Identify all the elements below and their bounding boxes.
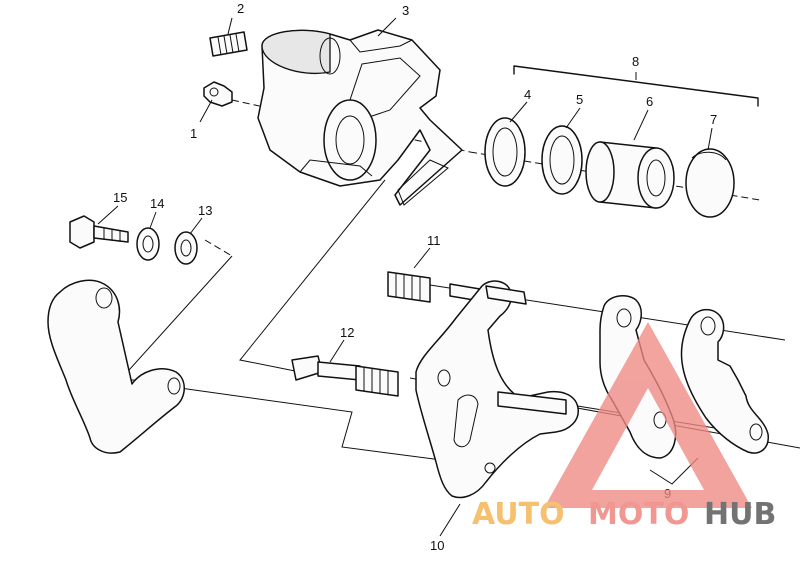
part-10-support-bracket bbox=[415, 280, 579, 499]
part-13-washer bbox=[174, 231, 198, 265]
callout-6: 6 bbox=[646, 94, 653, 109]
part-2-bleed-screw bbox=[209, 31, 248, 57]
callout-leaders bbox=[97, 17, 713, 537]
part-12-pin bbox=[291, 355, 399, 397]
part-11-boot bbox=[387, 271, 487, 303]
callout-5: 5 bbox=[576, 92, 583, 107]
part-5-seal-ring bbox=[541, 125, 583, 195]
callout-1: 1 bbox=[190, 126, 197, 141]
part-14-washer bbox=[136, 227, 160, 261]
callout-2: 2 bbox=[237, 1, 244, 16]
callout-4: 4 bbox=[524, 87, 531, 102]
callout-15: 15 bbox=[113, 190, 127, 205]
watermark-triangle-icon bbox=[544, 322, 752, 508]
callout-12: 12 bbox=[340, 325, 354, 340]
bracket-8 bbox=[513, 65, 759, 107]
part-1-fitting bbox=[203, 81, 233, 107]
callout-8: 8 bbox=[632, 54, 639, 69]
part-7-dust-boot bbox=[685, 148, 735, 218]
left-mounting-bracket bbox=[47, 279, 185, 454]
part-4-seal-ring bbox=[484, 117, 526, 187]
callout-10: 10 bbox=[430, 538, 444, 553]
part-3-caliper-body bbox=[257, 29, 463, 206]
callout-14: 14 bbox=[150, 196, 164, 211]
callout-7: 7 bbox=[710, 112, 717, 127]
watermark-logo: AUTO MOTO HUB bbox=[472, 322, 776, 532]
watermark-auto: AUTO bbox=[472, 497, 565, 532]
part-6-piston bbox=[585, 141, 675, 209]
watermark-moto: MOTO bbox=[588, 497, 689, 532]
part-15-bolt bbox=[69, 215, 129, 249]
callout-3: 3 bbox=[402, 3, 409, 18]
callout-11: 11 bbox=[427, 233, 441, 248]
callout-13: 13 bbox=[198, 203, 212, 218]
watermark-hub: HUB bbox=[704, 497, 776, 532]
